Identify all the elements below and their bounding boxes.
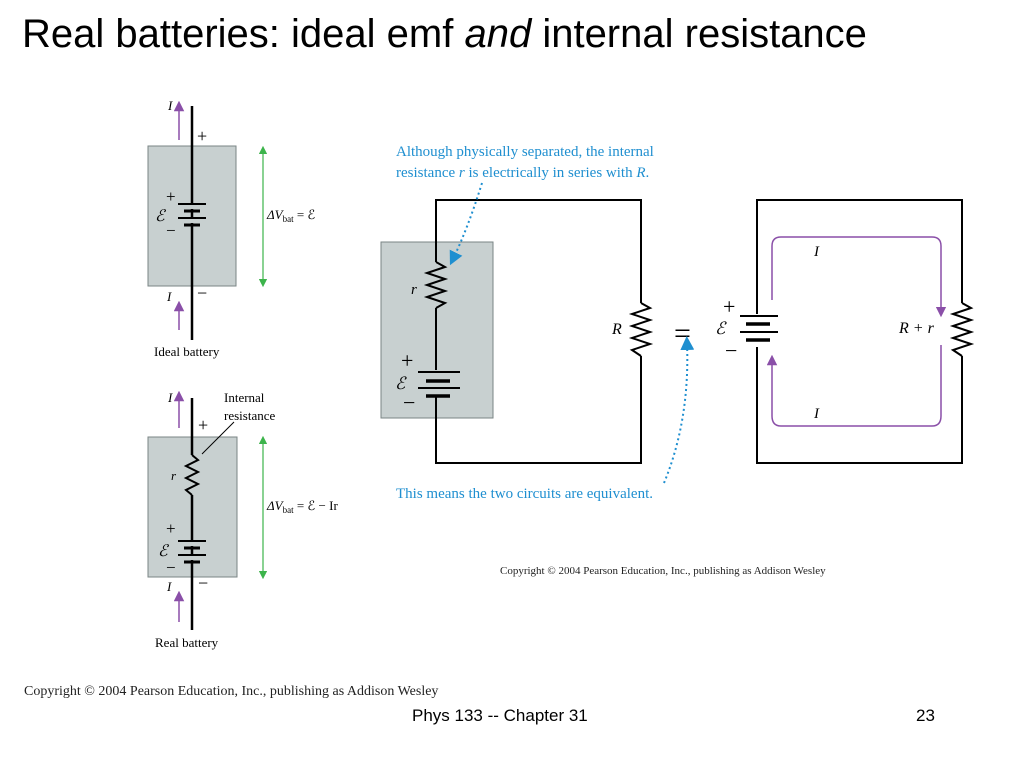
circuit-right: + − ℰ R + r I I [715,199,975,464]
slide-title: Real batteries: ideal emf and internal r… [22,12,867,57]
real-resistor-label: r [171,468,177,483]
circuit-copyright: Copyright © 2004 Pearson Education, Inc.… [500,565,826,577]
ideal-voltage-label: ΔVbat = ℰ [266,207,315,224]
title-emphasis: and [464,12,532,56]
real-emf-minus: − [166,558,176,577]
real-battery-diagram: I I + − + − ℰ r Internal resistance ΔVba… [147,390,338,650]
current-label-bottom: I [813,406,820,422]
annotation-top-line2: resistance r is electrically in series w… [396,165,649,181]
real-emf-plus: + [166,519,176,538]
combined-resistor-R-plus-r [949,302,975,357]
real-current-label: I [167,390,173,405]
real-emf-symbol: ℰ [158,543,170,560]
annotation-top-line1: Although physically separated, the inter… [396,144,654,160]
right-emf-plus: + [723,294,735,319]
current-loop-bottom-arrow [766,345,942,427]
ideal-battery-caption: Ideal battery [154,344,220,359]
real-terminal-minus: − [198,573,208,593]
ideal-emf-symbol: ℰ [155,208,167,225]
real-voltage-label: ΔVbat = ℰ − Ir [266,498,338,515]
ideal-current-label-bottom: I [166,289,172,304]
internal-resistance-leader [201,421,235,455]
circuit-right-wire-bottom [756,346,963,464]
annotations: Although physically separated, the inter… [396,144,826,577]
slide-copyright: Copyright © 2004 Pearson Education, Inc.… [24,684,439,699]
current-label-top: I [813,244,820,260]
load-resistor-R [628,302,654,357]
real-current-label-bottom: I [166,579,172,594]
circuit-right-wire-top [756,199,963,315]
annotation-bottom: This means the two circuits are equivale… [396,486,653,502]
internal-resistance-label-line2: resistance [224,408,275,423]
slide-footer-course: Phys 133 -- Chapter 31 [412,706,588,725]
ideal-emf-minus: − [166,221,176,240]
real-terminal-plus: + [198,415,208,435]
circuit-emf-symbol: ℰ [395,374,407,393]
ideal-current-label: I [167,98,173,113]
circuit-left: r R + − ℰ [380,199,654,464]
ideal-terminal-minus: − [197,283,207,303]
circuit-r-label: r [411,282,417,298]
circuit-emf-plus: + [401,348,413,373]
right-Rr-label: R + r [898,320,935,337]
title-part-1: Real batteries: ideal emf [22,12,465,56]
internal-resistance-label-line1: Internal [224,390,265,405]
right-emf-minus: − [725,338,737,363]
title-part-2: internal resistance [531,12,867,56]
circuit-R-label: R [611,321,622,338]
ideal-battery-diagram: I I + − + − ℰ ΔVbat = ℰ Ideal battery [147,98,315,359]
circuit-emf-minus: − [403,390,415,415]
right-emf-symbol: ℰ [715,319,727,338]
circuit-left-wire-bottom [435,356,642,464]
circuit-left-wire-top [435,199,642,303]
slide-page-number: 23 [916,706,935,725]
equivalence-equals: = [674,317,691,350]
ideal-terminal-plus: + [197,126,207,146]
ideal-emf-plus: + [166,187,176,206]
real-internal-resistor [183,454,201,496]
internal-resistor-r [423,261,449,309]
annotation-bottom-pointer [663,336,695,484]
real-battery-caption: Real battery [155,635,219,650]
current-loop-top-arrow [771,236,947,318]
